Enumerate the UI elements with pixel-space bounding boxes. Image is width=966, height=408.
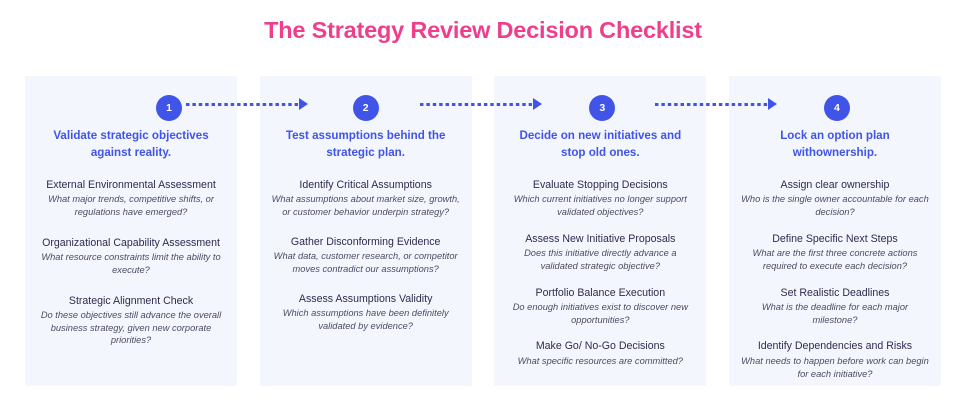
item-title: Evaluate Stopping Decisions: [532, 178, 668, 191]
checklist-item: Gather Disconforming Evidence What data,…: [268, 235, 464, 276]
card-heading-2: Test assumptions behind the strategic pl…: [285, 129, 446, 159]
item-description: What data, customer research, or competi…: [273, 250, 458, 274]
item-description: Does this initiative directly advance a …: [524, 247, 677, 271]
item-title: External Environmental Assessment: [46, 178, 216, 191]
item-description: What is the deadline for each major mile…: [761, 301, 909, 325]
step-number-badge-1: 1: [156, 95, 182, 121]
checklist-item: Assess Assumptions Validity Which assump…: [268, 292, 464, 333]
item-title: Assign clear ownership: [780, 178, 890, 191]
checklist-item: Make Go/ No-Go Decisions What specific r…: [502, 339, 698, 367]
card-heading-4: Lock an option plan withownership.: [780, 129, 890, 159]
checklist-item: Define Specific Next Steps What are the …: [737, 232, 933, 273]
step-number-badge-3: 3: [589, 95, 616, 121]
item-description: Who is the single owner accountable for …: [741, 193, 929, 217]
item-description: What resource constraints limit the abil…: [41, 251, 221, 275]
step-number-badge-4: 4: [823, 95, 850, 121]
item-title: Identify Dependencies and Risks: [757, 340, 913, 353]
checklist-card-2: 2 Test assumptions behind the strategic …: [259, 76, 472, 386]
card-heading-1: Validate strategic objectives against re…: [53, 129, 209, 159]
item-description: Do enough initiatives exist to discover …: [512, 301, 688, 325]
item-description: What are the first three concrete action…: [752, 247, 918, 271]
item-description: What assumptions about market size, grow…: [271, 193, 460, 217]
checklist-item: Assess New Initiative Proposals Does thi…: [502, 232, 698, 273]
checklist-item: External Environmental Assessment What m…: [33, 178, 229, 219]
item-description: What needs to happen before work can beg…: [741, 355, 929, 379]
page-title: The Strategy Review Decision Checklist: [264, 17, 702, 43]
card-heading-3: Decide on new initiatives and stop old o…: [519, 129, 682, 159]
step-number-badge-2: 2: [352, 95, 379, 121]
checklist-item: Portfolio Balance Execution Do enough in…: [502, 286, 698, 327]
item-description: Which assumptions have been definitely v…: [282, 307, 449, 331]
checklist-item: Strategic Alignment Check Do these objec…: [33, 294, 229, 348]
item-title: Set Realistic Deadlines: [780, 286, 890, 299]
checklist-card-1: 1 Validate strategic objectives against …: [25, 76, 237, 386]
checklist-card-4: 4 Lock an option plan withownership. Ass…: [728, 76, 941, 386]
checklist-item: Organizational Capability Assessment Wha…: [33, 236, 229, 277]
checklist-item: Assign clear ownership Who is the single…: [737, 178, 933, 219]
item-title: Assess Assumptions Validity: [298, 292, 433, 305]
checklist-item: Identify Critical Assumptions What assum…: [268, 178, 464, 219]
checklist-card-3: 3 Decide on new initiatives and stop old…: [494, 76, 707, 386]
item-title: Portfolio Balance Execution: [535, 286, 666, 299]
checklist-item: Identify Dependencies and Risks What nee…: [737, 339, 933, 380]
checklist-item: Evaluate Stopping Decisions Which curren…: [502, 178, 698, 219]
checklist-columns: 1 Validate strategic objectives against …: [25, 76, 941, 386]
item-title: Make Go/ No-Go Decisions: [535, 340, 665, 353]
item-description: What specific resources are committed?: [517, 355, 683, 366]
item-description: What major trends, competitive shifts, o…: [48, 193, 214, 217]
item-title: Strategic Alignment Check: [68, 294, 194, 307]
item-title: Assess New Initiative Proposals: [525, 232, 676, 245]
item-description: Do these objectives still advance the ov…: [40, 309, 222, 346]
item-title: Organizational Capability Assessment: [42, 236, 220, 249]
item-title: Identify Critical Assumptions: [299, 178, 432, 191]
checklist-item: Set Realistic Deadlines What is the dead…: [737, 286, 933, 327]
item-title: Gather Disconforming Evidence: [290, 235, 441, 248]
item-description: Which current initiatives no longer supp…: [513, 193, 687, 217]
item-title: Define Specific Next Steps: [772, 232, 898, 245]
